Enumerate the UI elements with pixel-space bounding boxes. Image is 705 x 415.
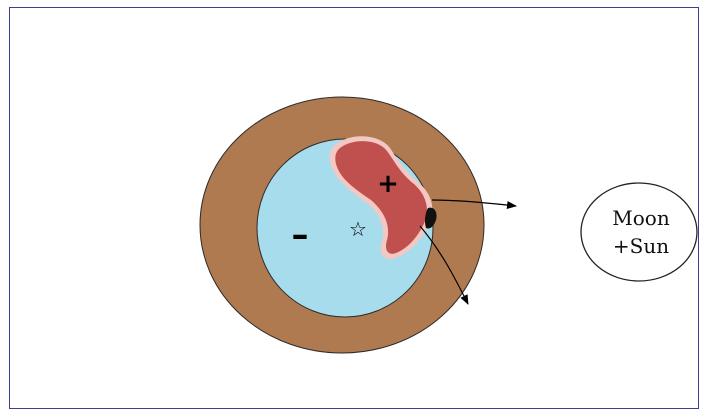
moon-label: Moon (612, 206, 670, 230)
inner-minus-sign: – (292, 215, 309, 255)
moon-sun-bubble (581, 183, 697, 281)
sun-label: +Sun (613, 234, 669, 258)
continent-plus-sign: + (377, 169, 399, 199)
center-star-icon: ☆ (349, 217, 367, 241)
